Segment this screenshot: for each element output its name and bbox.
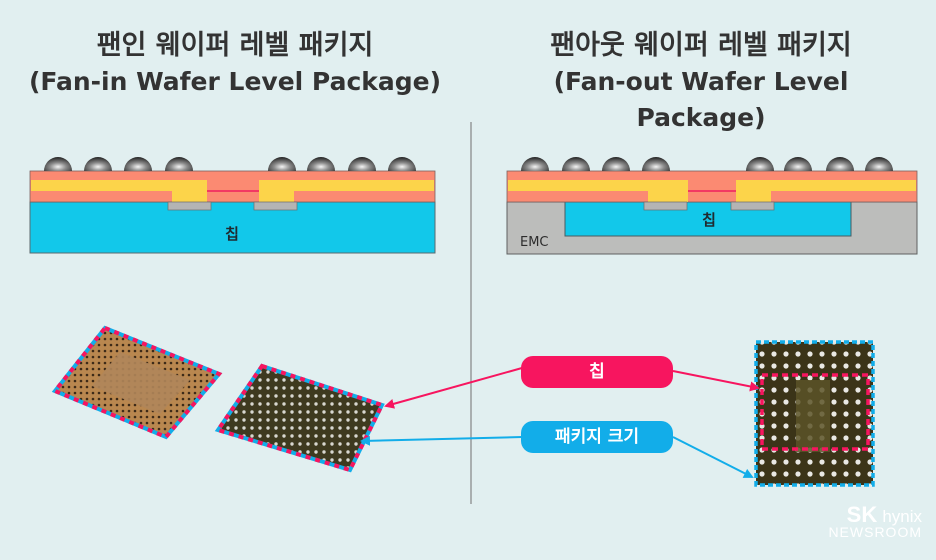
- fan-in-title-english: (Fan-in Wafer Level Package): [28, 67, 442, 96]
- redistribution-via: [648, 180, 688, 202]
- redistribution-layer: [259, 180, 434, 191]
- solder-ball: [165, 157, 193, 171]
- logo-brand-sub: hynix: [882, 507, 922, 526]
- solder-ball: [124, 157, 152, 171]
- bond-pad: [730, 201, 775, 211]
- fan-out-cross-section: 칩 EMC: [506, 157, 918, 255]
- package-size-callout-label: 패키지 크기: [521, 421, 673, 453]
- solder-ball: [388, 157, 416, 171]
- fan-out-title: 팬아웃 웨이퍼 레벨 패키지 (Fan-out Wafer Level Pack…: [486, 28, 916, 136]
- center-divider: [470, 122, 472, 504]
- solder-ball: [826, 157, 854, 171]
- size-arrow-left: [360, 435, 523, 446]
- chip-label: 칩: [702, 211, 716, 229]
- fan-in-package-photo-bottom: [214, 363, 385, 473]
- emc-label: EMC: [520, 235, 549, 250]
- package-outline: [754, 340, 875, 487]
- size-arrow-right: [672, 436, 754, 478]
- solder-balls: [521, 157, 893, 171]
- bond-pad: [253, 201, 298, 211]
- solder-ball: [865, 157, 893, 171]
- fan-in-cross-section: 칩: [29, 157, 436, 254]
- solder-ball: [348, 157, 376, 171]
- logo-section: NEWSROOM: [828, 524, 922, 540]
- chip-body: [564, 201, 852, 237]
- solder-balls: [44, 157, 416, 171]
- solder-ball: [307, 157, 335, 171]
- logo-brand: SK: [846, 502, 878, 527]
- fan-out-title-english: (Fan-out Wafer Level Package): [553, 67, 849, 132]
- solder-ball: [562, 157, 590, 171]
- solder-ball: [784, 157, 812, 171]
- solder-ball: [521, 157, 549, 171]
- bond-pad: [167, 201, 212, 211]
- solder-ball: [268, 157, 296, 171]
- solder-ball: [84, 157, 112, 171]
- chip-arrow-right: [672, 370, 760, 392]
- solder-ball: [602, 157, 630, 171]
- solder-ball: [746, 157, 774, 171]
- chip-arrow-left: [384, 367, 523, 409]
- chip-label: 칩: [225, 225, 239, 243]
- fan-in-title-korean: 팬인 웨이퍼 레벨 패키지: [96, 30, 374, 61]
- fan-out-package-photo: [754, 340, 875, 487]
- chip-callout-label: 칩: [521, 356, 673, 388]
- redistribution-layer: [736, 180, 916, 191]
- solder-ball: [44, 157, 72, 171]
- redistribution-via: [736, 180, 771, 202]
- fan-in-title: 팬인 웨이퍼 레벨 패키지 (Fan-in Wafer Level Packag…: [20, 28, 450, 100]
- solder-ball: [642, 157, 670, 171]
- fan-in-package-photo-top: [51, 325, 223, 440]
- sk-hynix-newsroom-logo: SK hynix NEWSROOM: [828, 502, 922, 540]
- fan-out-title-korean: 팬아웃 웨이퍼 레벨 패키지: [550, 30, 852, 61]
- chip-outline: [760, 373, 870, 451]
- redistribution-layer: [508, 180, 688, 191]
- bond-pad: [643, 201, 688, 211]
- redistribution-via: [172, 180, 207, 202]
- chip-body: [29, 201, 436, 254]
- redistribution-via: [259, 180, 294, 202]
- redistribution-layer: [31, 180, 207, 191]
